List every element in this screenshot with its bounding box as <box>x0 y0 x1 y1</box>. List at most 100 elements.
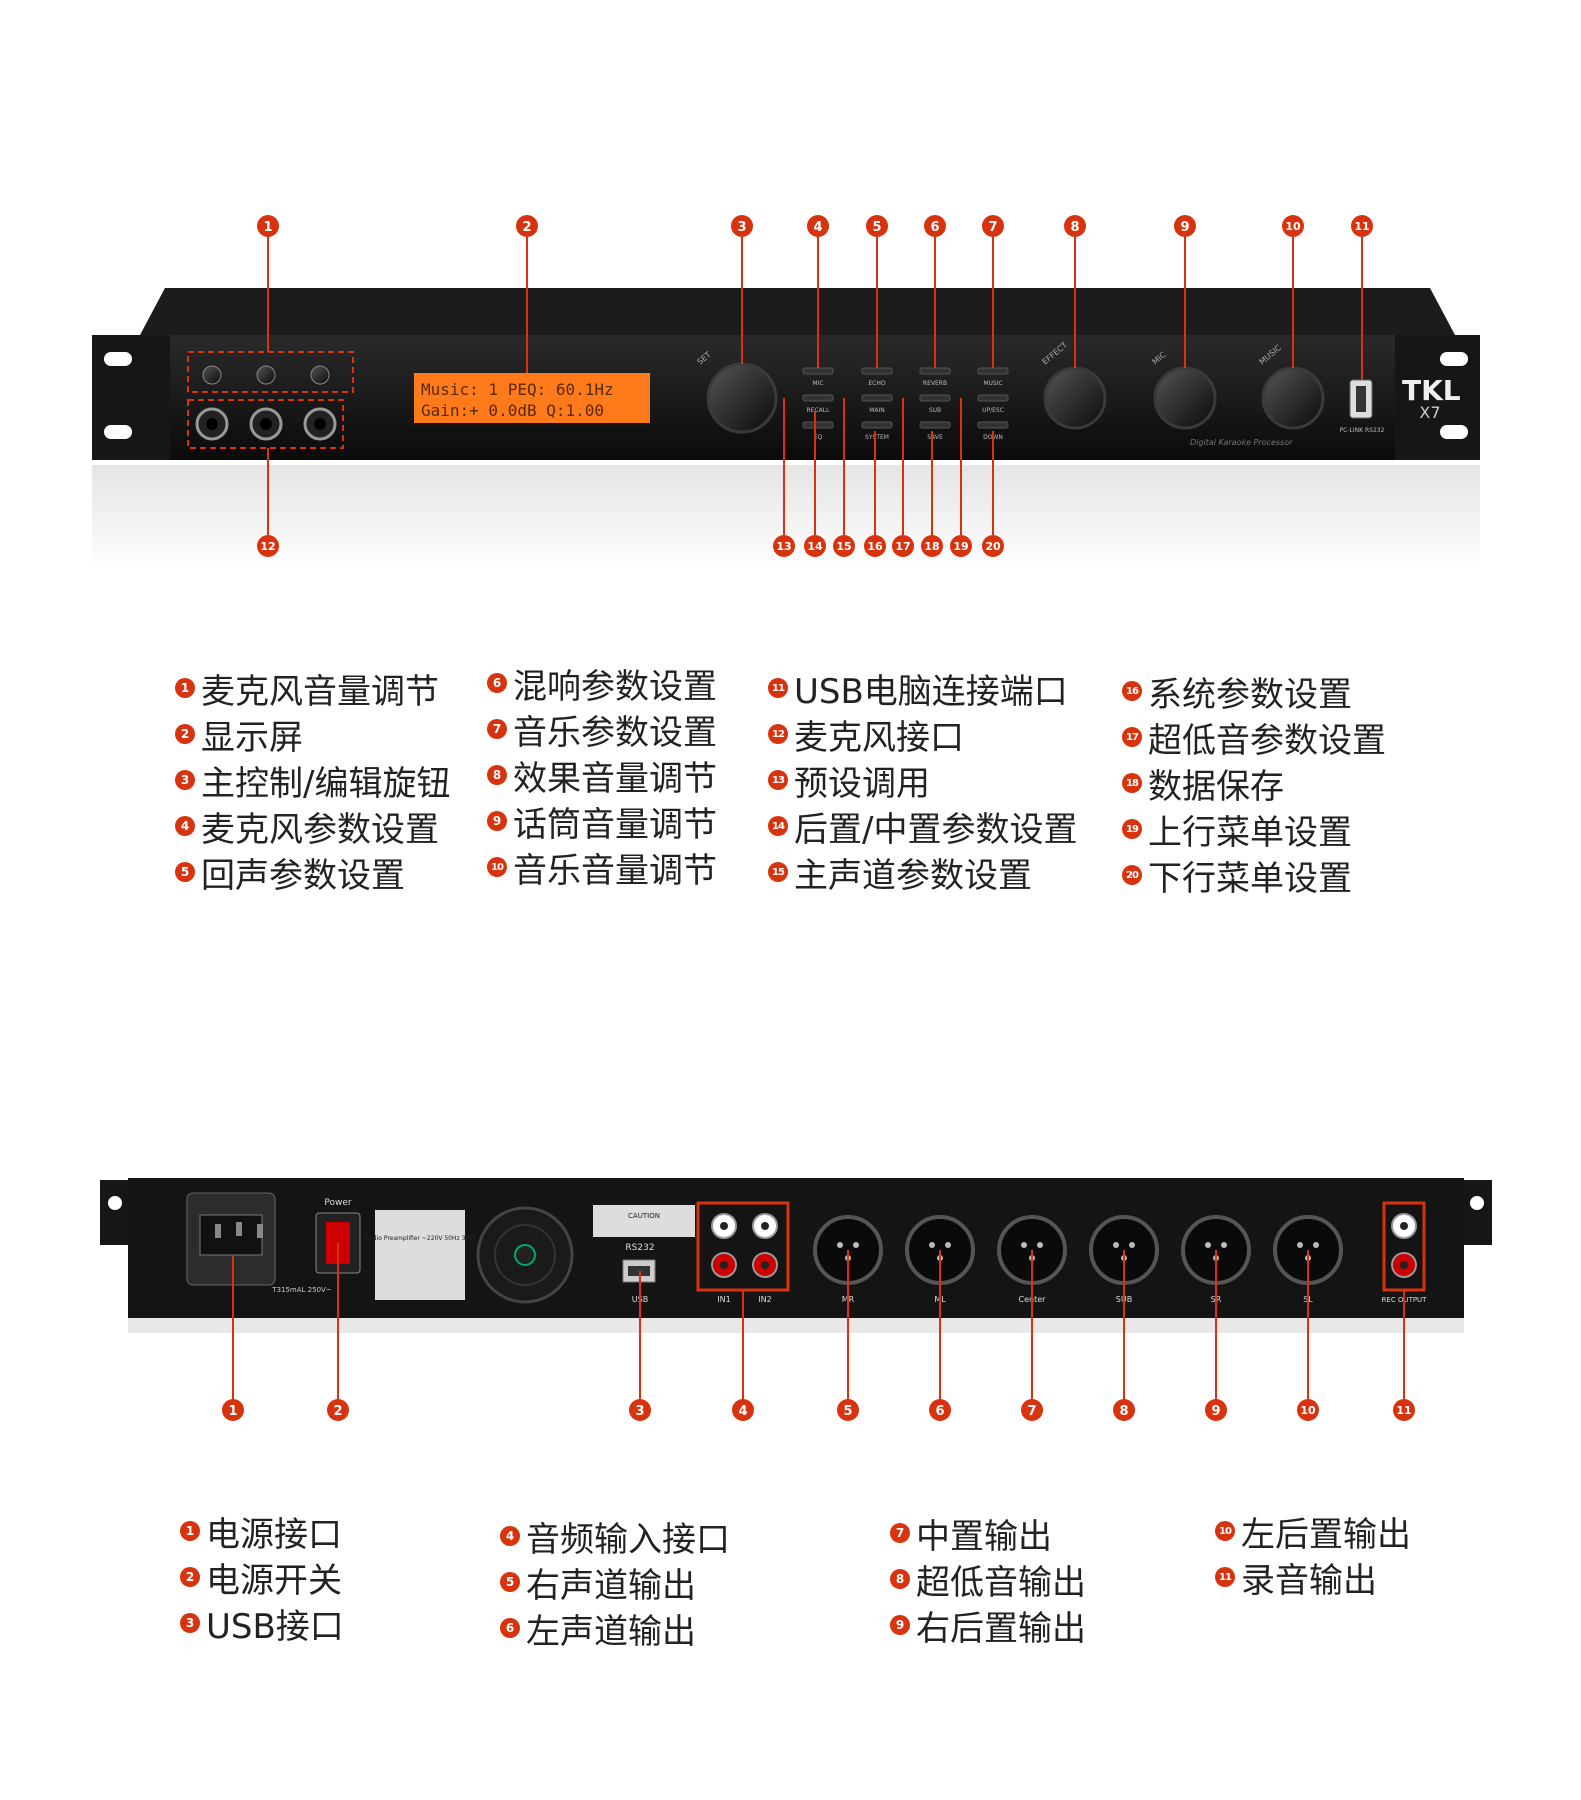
mic-knob <box>1153 366 1217 430</box>
svg-text:CAUTION: CAUTION <box>628 1212 660 1220</box>
svg-text:9: 9 <box>1180 220 1189 235</box>
button-grid <box>802 367 1009 429</box>
front-panel-diagram: Music: 1 PEQ: 60.1Hz Gain:+ 0.0dB Q:1.00… <box>92 215 1480 570</box>
svg-text:10: 10 <box>1300 1404 1316 1417</box>
svg-text:20: 20 <box>985 540 1001 553</box>
svg-text:12: 12 <box>260 540 275 553</box>
rack-ear-left <box>92 335 177 460</box>
svg-text:SL: SL <box>1303 1295 1313 1304</box>
svg-text:SYSTEM: SYSTEM <box>865 434 889 441</box>
svg-text:9: 9 <box>1211 1404 1220 1419</box>
svg-text:15: 15 <box>836 540 851 553</box>
model-label: X7 <box>1419 403 1440 422</box>
svg-text:MUSIC: MUSIC <box>983 380 1002 387</box>
xlr-out-sl <box>1273 1215 1343 1285</box>
svg-text:IN1: IN1 <box>717 1295 730 1304</box>
svg-text:UP/ESC: UP/ESC <box>982 407 1004 414</box>
svg-text:PC-LINK RS232: PC-LINK RS232 <box>1340 427 1385 434</box>
rating-plate <box>375 1210 465 1300</box>
svg-text:11: 11 <box>1396 1404 1411 1417</box>
svg-text:5: 5 <box>872 220 881 235</box>
lcd-line1: Music: 1 PEQ: 60.1Hz <box>421 380 614 399</box>
effect-knob <box>1043 366 1107 430</box>
music-knob <box>1261 366 1325 430</box>
svg-text:RS232: RS232 <box>625 1243 654 1253</box>
svg-text:10: 10 <box>1285 220 1301 233</box>
svg-text:2: 2 <box>522 220 531 235</box>
svg-text:3: 3 <box>635 1404 644 1419</box>
svg-text:USB: USB <box>632 1295 648 1304</box>
svg-text:MIC: MIC <box>812 380 823 387</box>
svg-text:19: 19 <box>953 540 968 553</box>
svg-text:18: 18 <box>924 540 939 553</box>
svg-text:8: 8 <box>1119 1404 1128 1419</box>
svg-text:16: 16 <box>867 540 883 553</box>
svg-text:Audio Preamplifier ~220V 50Hz: Audio Preamplifier ~220V 50Hz 30W <box>365 1235 475 1242</box>
lcd-line2: Gain:+ 0.0dB Q:1.00 <box>421 401 604 420</box>
brand-logo: TKL <box>1402 374 1461 407</box>
svg-text:5: 5 <box>843 1404 852 1419</box>
svg-text:IN2: IN2 <box>758 1295 771 1304</box>
xlr-out-center <box>997 1215 1067 1285</box>
svg-text:ECHO: ECHO <box>868 380 885 387</box>
svg-text:T315mAL 250V~: T315mAL 250V~ <box>271 1286 332 1294</box>
svg-text:13: 13 <box>776 540 791 553</box>
svg-text:ML: ML <box>934 1295 946 1304</box>
svg-text:RECALL: RECALL <box>807 407 831 414</box>
lcd-display <box>414 373 650 423</box>
rear-face <box>128 1178 1464 1318</box>
svg-text:REVERB: REVERB <box>923 380 947 387</box>
svg-text:SAVE: SAVE <box>927 434 943 441</box>
svg-text:4: 4 <box>813 220 822 235</box>
fan <box>476 1206 574 1304</box>
xlr-out-sub <box>1089 1215 1159 1285</box>
svg-text:SR: SR <box>1211 1295 1222 1304</box>
svg-text:7: 7 <box>988 220 997 235</box>
svg-text:MR: MR <box>842 1295 855 1304</box>
svg-text:1: 1 <box>228 1404 237 1419</box>
svg-text:Center: Center <box>1019 1295 1047 1304</box>
usb-port-rear <box>622 1259 656 1283</box>
svg-text:MAIN: MAIN <box>869 407 885 414</box>
svg-text:8: 8 <box>1070 220 1079 235</box>
svg-text:6: 6 <box>930 220 939 235</box>
svg-text:1: 1 <box>263 220 272 235</box>
power-inlet <box>186 1192 276 1286</box>
svg-text:EQ: EQ <box>814 434 823 441</box>
